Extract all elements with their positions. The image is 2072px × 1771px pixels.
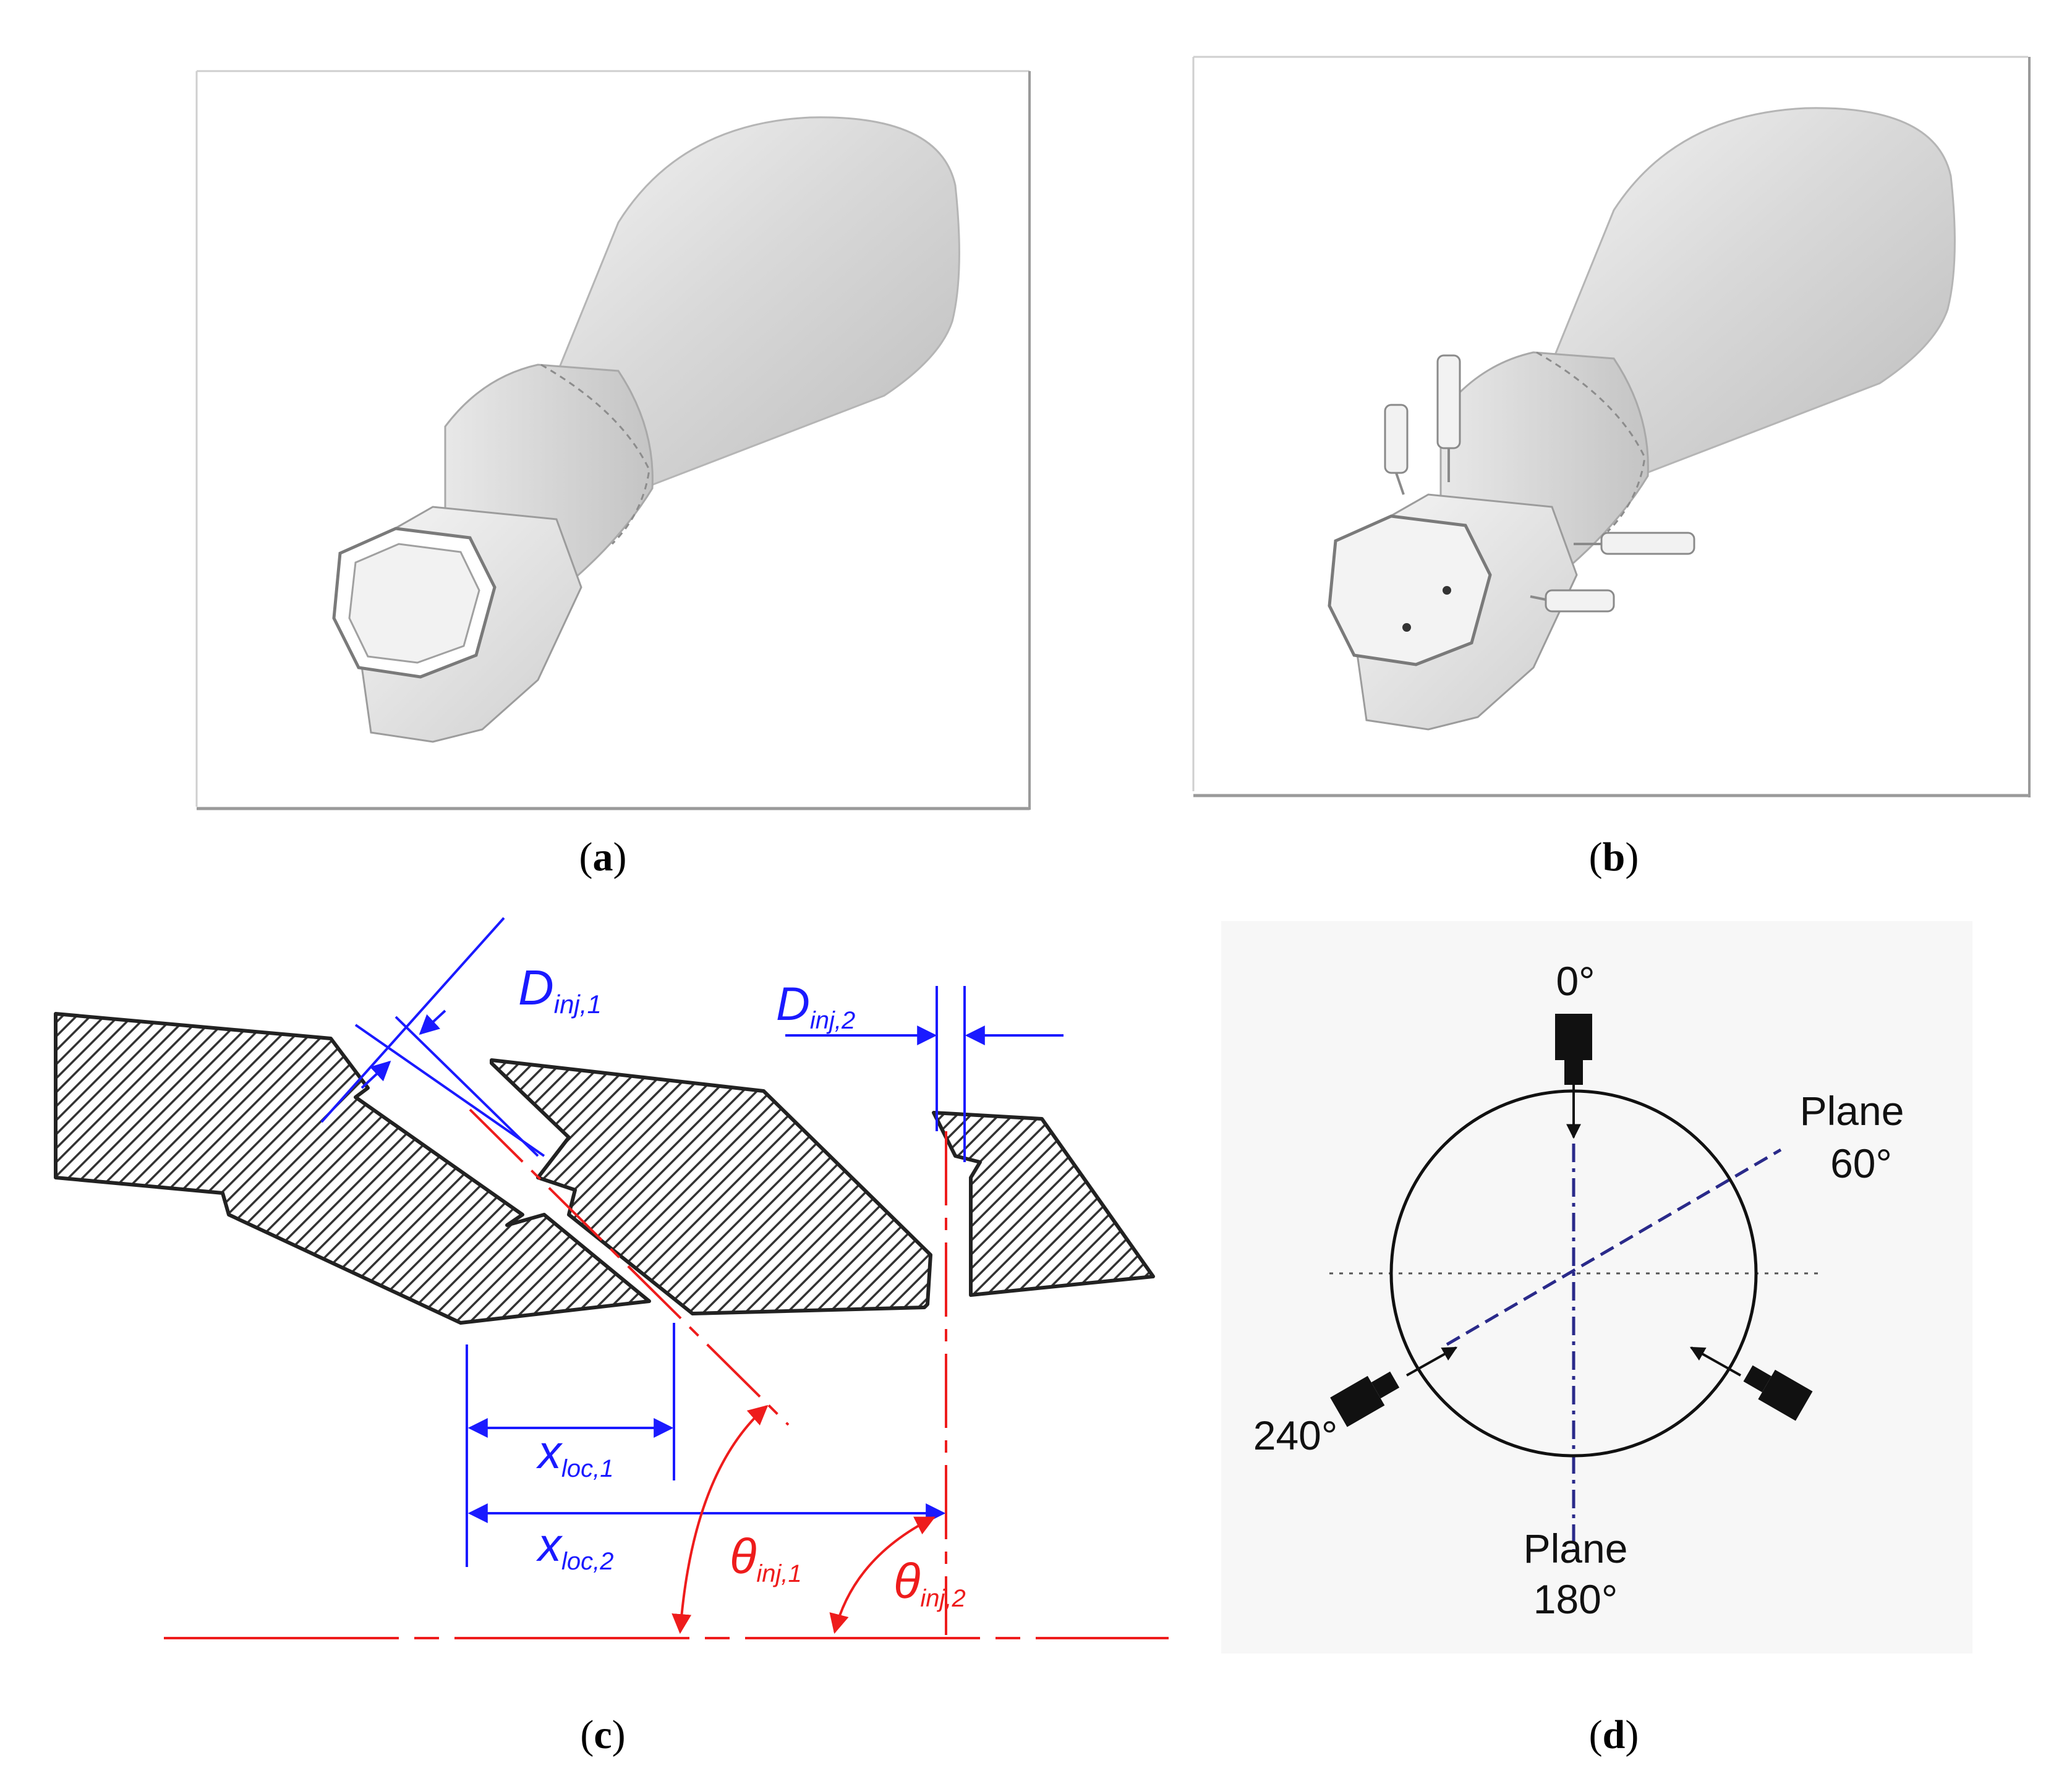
label-d-inj-1: Dinj,1 bbox=[518, 960, 602, 1019]
panel-b-frame bbox=[1192, 56, 2031, 797]
label-angle-0: 0° bbox=[1556, 958, 1595, 1004]
label-x-loc-2: xloc,2 bbox=[535, 1519, 614, 1575]
label-x-loc-1: xloc,1 bbox=[535, 1426, 614, 1482]
injector-240deg bbox=[1330, 1371, 1400, 1427]
panel-d-caption: (d) bbox=[1589, 1712, 1639, 1757]
panel-c-caption: (c) bbox=[580, 1712, 625, 1757]
plane-60-line bbox=[1446, 1148, 1782, 1346]
d-inj-2-dimension bbox=[785, 986, 1064, 1162]
panel-d-background bbox=[1221, 921, 1972, 1654]
section-piece-1 bbox=[54, 1012, 651, 1325]
injector-120deg-arrow bbox=[1689, 1346, 1741, 1377]
label-plane-180-line2: 180° bbox=[1533, 1576, 1618, 1622]
panel-a-caption: (a) bbox=[579, 835, 627, 880]
label-plane-60-line2: 60° bbox=[1830, 1140, 1892, 1186]
injection-axes bbox=[164, 1108, 1169, 1639]
label-plane-60-line1: Plane bbox=[1800, 1088, 1904, 1134]
injector-240deg-arrow bbox=[1406, 1346, 1458, 1377]
d-inj-1-dimension bbox=[320, 917, 545, 1157]
label-plane-180-line1: Plane bbox=[1524, 1526, 1628, 1571]
combustor-render-b bbox=[1328, 107, 1956, 731]
label-angle-240: 240° bbox=[1253, 1412, 1338, 1458]
label-theta-inj-2: θinj,2 bbox=[893, 1553, 966, 1612]
panel-b-caption: (b) bbox=[1589, 835, 1639, 880]
label-d-inj-2: Dinj,2 bbox=[776, 978, 855, 1034]
panel-c: Dinj,1 Dinj,2 xloc,1 xloc,2 bbox=[54, 917, 1169, 1757]
panel-d: 0° Plane 60° 240° Plane 180° (d) bbox=[1221, 921, 1972, 1757]
panel-a: (a) bbox=[195, 70, 1031, 880]
injector-tubes bbox=[1384, 354, 1695, 613]
label-theta-inj-1: θinj,1 bbox=[730, 1529, 802, 1587]
panel-b: (b) bbox=[1192, 56, 2031, 880]
panel-a-frame bbox=[195, 70, 1031, 810]
combustor-render-a bbox=[332, 116, 960, 743]
theta-arcs bbox=[671, 1404, 936, 1634]
section-piece-2 bbox=[490, 1058, 932, 1315]
injector-120deg bbox=[1743, 1365, 1813, 1421]
injector-0deg bbox=[1555, 1014, 1592, 1139]
section-piece-3 bbox=[932, 1111, 1155, 1297]
